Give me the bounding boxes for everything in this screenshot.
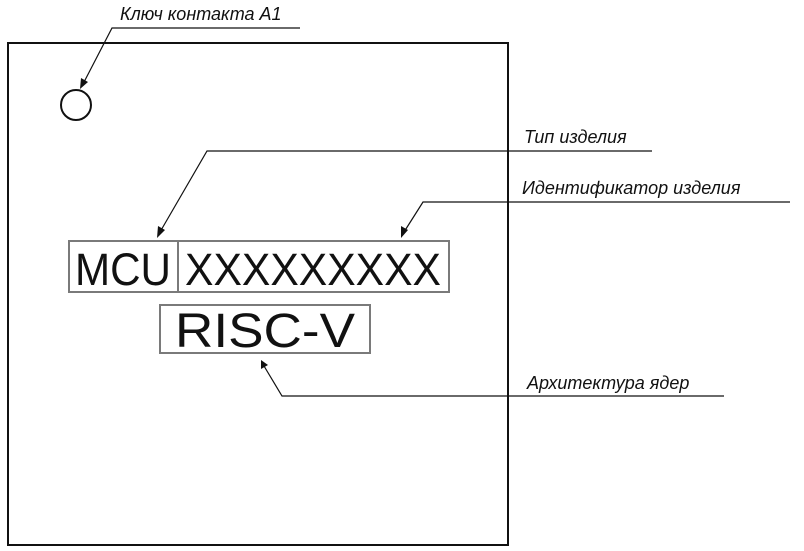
leader-product-id [403,201,790,233]
arrowhead-product-id [401,226,408,238]
arrowhead-core-arch [261,360,268,369]
arrowhead-pin-key [80,78,88,89]
leader-product-type [159,150,652,233]
annotation-product-id: Идентификатор изделия [522,178,741,198]
type-code-text: MCU [75,244,171,295]
id-code-frame [177,240,450,293]
annotation-product-type: Тип изделия [524,127,627,147]
arch-code-frame [159,304,371,354]
leader-pin-key [82,27,300,85]
pin-a1-key-icon [60,89,92,121]
leader-core-arch [263,365,724,397]
id-code-text: XXXXXXXXX [185,244,441,295]
annotation-pin-key: Ключ контакта A1 [120,4,282,24]
annotation-core-arch: Архитектура ядер [526,373,689,393]
chip-package-outline [7,42,509,546]
arrowhead-product-type [157,226,165,238]
arch-code-text: RISC-V [175,305,355,358]
